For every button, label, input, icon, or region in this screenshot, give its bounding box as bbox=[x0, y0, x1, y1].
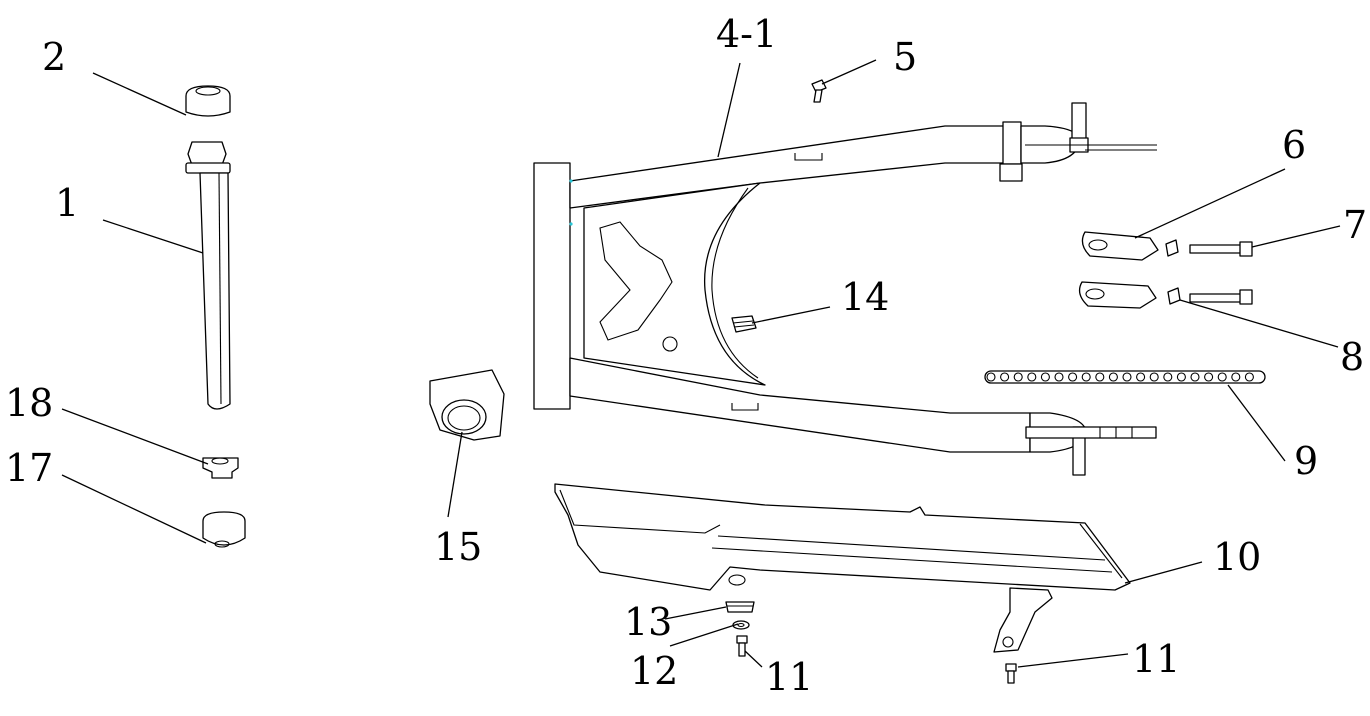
chain-link bbox=[1122, 372, 1132, 382]
callout-6: 6 bbox=[1282, 123, 1306, 167]
part-10-chain-guard bbox=[554, 483, 1131, 653]
callout-18: 18 bbox=[5, 381, 53, 425]
part-11-screw-left bbox=[736, 635, 748, 657]
callout-4-1: 4-1 bbox=[716, 12, 777, 56]
part-9-chain bbox=[984, 370, 1266, 384]
chain-link bbox=[1204, 372, 1214, 382]
chain-link bbox=[1163, 372, 1173, 382]
chain-link bbox=[1108, 372, 1118, 382]
chain-link bbox=[986, 372, 996, 382]
callout-15: 15 bbox=[434, 525, 482, 569]
callout-11-left: 11 bbox=[765, 655, 813, 699]
callout-9: 9 bbox=[1294, 439, 1318, 483]
part-11-screw-right bbox=[1005, 663, 1017, 684]
part-2-cap bbox=[185, 85, 231, 117]
chain-link bbox=[1081, 372, 1091, 382]
leader-lines bbox=[61, 59, 1341, 668]
chain-link bbox=[1136, 372, 1146, 382]
part-6-adjuster-plates bbox=[1078, 231, 1159, 309]
callout-17: 17 bbox=[5, 446, 53, 490]
chain-link bbox=[1149, 372, 1159, 382]
chain-link bbox=[1095, 372, 1105, 382]
chain-link bbox=[1013, 372, 1023, 382]
chain-link bbox=[1040, 372, 1050, 382]
part-15-bushing bbox=[429, 369, 505, 441]
callout-14: 14 bbox=[841, 275, 889, 319]
chain-link bbox=[1054, 372, 1064, 382]
part-7-adjuster-bolts bbox=[1165, 239, 1253, 305]
part-14-grommet bbox=[731, 315, 757, 333]
callout-8: 8 bbox=[1340, 335, 1364, 379]
chain-link bbox=[1190, 372, 1200, 382]
callout-12: 12 bbox=[630, 649, 678, 693]
chain-link bbox=[1000, 372, 1010, 382]
chain-link bbox=[1244, 372, 1254, 382]
callout-1: 1 bbox=[55, 181, 79, 225]
part-4-1-swingarm bbox=[533, 102, 1157, 476]
callout-5: 5 bbox=[893, 35, 917, 79]
callout-7: 7 bbox=[1343, 203, 1367, 247]
part-5-screw bbox=[811, 79, 827, 103]
part-17-cap bbox=[202, 511, 246, 548]
callout-11-right: 11 bbox=[1132, 637, 1180, 681]
callout-labels: 2 1 18 17 4-1 5 6 7 14 8 9 15 10 13 12 1… bbox=[5, 12, 1367, 699]
callout-10: 10 bbox=[1213, 535, 1261, 579]
chain-link bbox=[1217, 372, 1227, 382]
callout-13: 13 bbox=[624, 600, 672, 644]
part-1-pivot-bolt bbox=[185, 141, 231, 410]
chain-link bbox=[1176, 372, 1186, 382]
callout-2: 2 bbox=[42, 35, 66, 79]
part-18-washer bbox=[202, 457, 239, 479]
part-13-grommet bbox=[725, 601, 755, 613]
chain-link bbox=[1027, 372, 1037, 382]
chain-link bbox=[1068, 372, 1078, 382]
chain-link bbox=[1231, 372, 1241, 382]
